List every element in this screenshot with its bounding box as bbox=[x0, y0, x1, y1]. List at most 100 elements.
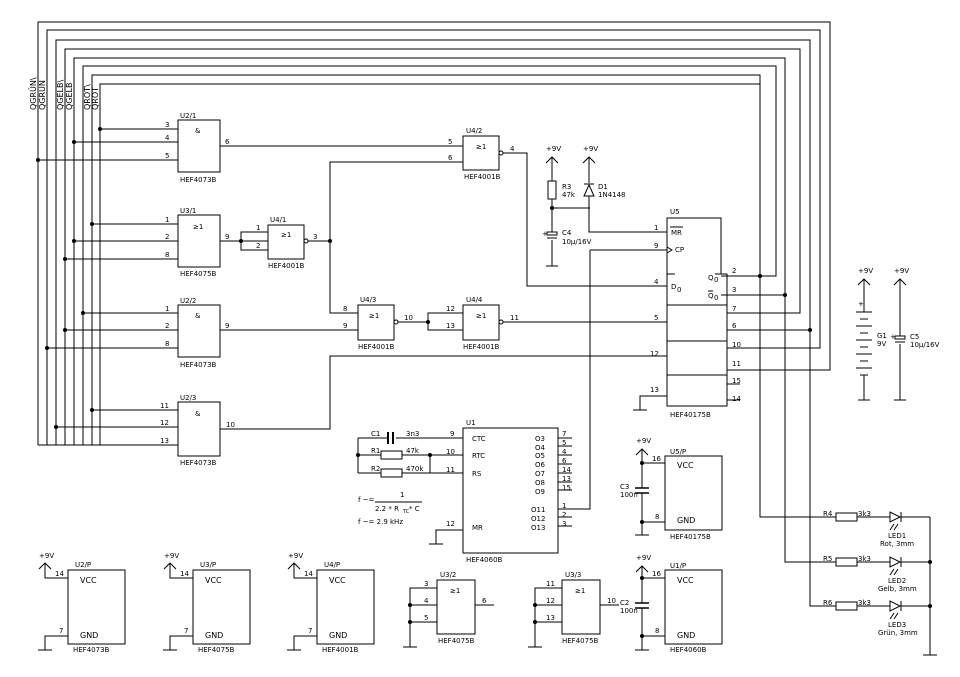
svg-text:RS: RS bbox=[472, 470, 482, 478]
gate-u3-3: U3/3 ≥1 HEF4075B 11 12 13 10 bbox=[528, 571, 619, 648]
svg-text:1: 1 bbox=[654, 224, 658, 232]
svg-text:U5/P: U5/P bbox=[670, 448, 686, 456]
svg-text:O5: O5 bbox=[535, 452, 545, 460]
svg-text:5: 5 bbox=[654, 314, 658, 322]
svg-text:13: 13 bbox=[446, 322, 455, 330]
svg-text:U5: U5 bbox=[670, 208, 680, 216]
svg-text:Rot, 3mm: Rot, 3mm bbox=[880, 540, 914, 548]
svg-text:HEF4001B: HEF4001B bbox=[358, 343, 395, 351]
svg-text:GND: GND bbox=[677, 516, 695, 525]
svg-text:HEF40175B: HEF40175B bbox=[670, 411, 711, 419]
svg-text:13: 13 bbox=[562, 475, 571, 483]
bus-label: QGRÜN\ bbox=[28, 77, 38, 110]
svg-text:≥1: ≥1 bbox=[450, 587, 460, 595]
reset-circuit: +9V + R3 47k C4 10µ/16V +9V D1 1N4148 bbox=[542, 145, 626, 267]
svg-text:8: 8 bbox=[655, 513, 659, 521]
svg-text:C4: C4 bbox=[562, 229, 572, 237]
bus-wires bbox=[37, 21, 831, 445]
gate-symbol: & bbox=[195, 127, 201, 135]
svg-text:4: 4 bbox=[510, 145, 515, 153]
svg-text:MR: MR bbox=[671, 229, 682, 237]
svg-text:G1: G1 bbox=[877, 332, 887, 340]
gate-part: HEF4073B bbox=[180, 176, 217, 184]
svg-text:U3/P: U3/P bbox=[200, 561, 216, 569]
gate-u2-2: U2/2 & HEF4073B 1 2 8 9 bbox=[47, 297, 358, 369]
svg-text:HEF4001B: HEF4001B bbox=[464, 173, 501, 181]
svg-text:TC: TC bbox=[402, 509, 410, 515]
svg-text:7: 7 bbox=[308, 627, 312, 635]
svg-text:≥1: ≥1 bbox=[575, 587, 585, 595]
svg-text:GND: GND bbox=[329, 631, 347, 640]
svg-text:O4: O4 bbox=[535, 444, 546, 452]
svg-text:6: 6 bbox=[448, 154, 453, 162]
svg-text:HEF4075B: HEF4075B bbox=[198, 646, 235, 654]
svg-text:O13: O13 bbox=[531, 524, 545, 532]
svg-text:VCC: VCC bbox=[677, 461, 694, 470]
power-block-u2p: +9V U2/P VCC GND HEF4073B 14 7 bbox=[38, 552, 126, 654]
svg-text:+9V: +9V bbox=[288, 552, 303, 560]
svg-text:7: 7 bbox=[562, 430, 566, 438]
svg-text:470k: 470k bbox=[406, 465, 424, 473]
svg-text:47k: 47k bbox=[562, 191, 576, 199]
svg-text:R4: R4 bbox=[823, 510, 833, 518]
svg-text:C1: C1 bbox=[371, 430, 380, 438]
svg-text:4: 4 bbox=[165, 134, 170, 142]
svg-text:12: 12 bbox=[546, 597, 555, 605]
svg-text:9V: 9V bbox=[877, 340, 886, 348]
gate-u4-1: U4/1 ≥1 HEF4001B 1 2 3 bbox=[240, 216, 330, 270]
svg-text:Gelb, 3mm: Gelb, 3mm bbox=[878, 585, 917, 593]
svg-text:2: 2 bbox=[165, 233, 169, 241]
counter-u1: U1 HEF4060B CTC RTC RS MR O3 O4 O5 O6 O7… bbox=[357, 250, 591, 564]
svg-text:U1: U1 bbox=[466, 419, 476, 427]
svg-text:&: & bbox=[195, 312, 201, 320]
svg-text:GND: GND bbox=[205, 631, 223, 640]
gate-u4-3: U4/3 ≥1 HEF4001B 8 9 10 bbox=[329, 241, 463, 351]
svg-text:1: 1 bbox=[165, 305, 169, 313]
svg-text:O9: O9 bbox=[535, 488, 545, 496]
svg-text:VCC: VCC bbox=[329, 576, 346, 585]
bus-label: QROT\ bbox=[83, 84, 92, 110]
battery-g1: +9V + G1 9V +9V + C5 10µ/16V bbox=[856, 267, 940, 401]
svg-text:VCC: VCC bbox=[80, 576, 97, 585]
svg-text:Q: Q bbox=[708, 274, 714, 282]
svg-text:3: 3 bbox=[313, 233, 317, 241]
svg-text:3: 3 bbox=[562, 520, 566, 528]
svg-text:13: 13 bbox=[546, 614, 555, 622]
svg-text:5: 5 bbox=[424, 614, 428, 622]
svg-text:16: 16 bbox=[652, 570, 661, 578]
gate-u2-3: U2/3 & HEF4073B 11 12 13 10 bbox=[38, 355, 667, 467]
svg-text:6: 6 bbox=[562, 457, 567, 465]
svg-text:U1/P: U1/P bbox=[670, 562, 686, 570]
svg-text:HEF4060B: HEF4060B bbox=[466, 556, 503, 564]
svg-text:1: 1 bbox=[165, 216, 169, 224]
svg-text:U4/1: U4/1 bbox=[270, 216, 286, 224]
svg-text:3k3: 3k3 bbox=[858, 599, 871, 607]
svg-text:14: 14 bbox=[180, 570, 189, 578]
svg-text:12: 12 bbox=[446, 520, 455, 528]
svg-text:1: 1 bbox=[256, 224, 260, 232]
svg-text:1N4148: 1N4148 bbox=[598, 191, 626, 199]
svg-text:LED3: LED3 bbox=[888, 621, 906, 629]
svg-text:U4/2: U4/2 bbox=[466, 127, 482, 135]
svg-text:U4/P: U4/P bbox=[324, 561, 340, 569]
svg-text:100n: 100n bbox=[620, 607, 638, 615]
svg-text:+9V: +9V bbox=[546, 145, 561, 153]
svg-text:U2/3: U2/3 bbox=[180, 394, 196, 402]
svg-text:11: 11 bbox=[546, 580, 555, 588]
svg-text:Grün, 3mm: Grün, 3mm bbox=[878, 629, 918, 637]
svg-text:O6: O6 bbox=[535, 461, 546, 469]
svg-text:≥1: ≥1 bbox=[281, 231, 291, 239]
bus-labels: QGRÜN\ QGRÜN QGELB\ QGELB QROT\ QROT bbox=[28, 77, 100, 110]
svg-text:12: 12 bbox=[446, 305, 455, 313]
svg-text:HEF4001B: HEF4001B bbox=[463, 343, 500, 351]
svg-text:GND: GND bbox=[677, 631, 695, 640]
svg-text:+9V: +9V bbox=[636, 554, 651, 562]
svg-text:9: 9 bbox=[225, 322, 229, 330]
svg-text:5: 5 bbox=[562, 439, 566, 447]
svg-text:3k3: 3k3 bbox=[858, 510, 871, 518]
svg-text:4: 4 bbox=[654, 278, 659, 286]
power-block-u3p: +9V U3/P VCC GND HEF4075B 14 7 bbox=[163, 552, 251, 654]
svg-text:VCC: VCC bbox=[677, 576, 694, 585]
svg-text:C2: C2 bbox=[620, 599, 629, 607]
